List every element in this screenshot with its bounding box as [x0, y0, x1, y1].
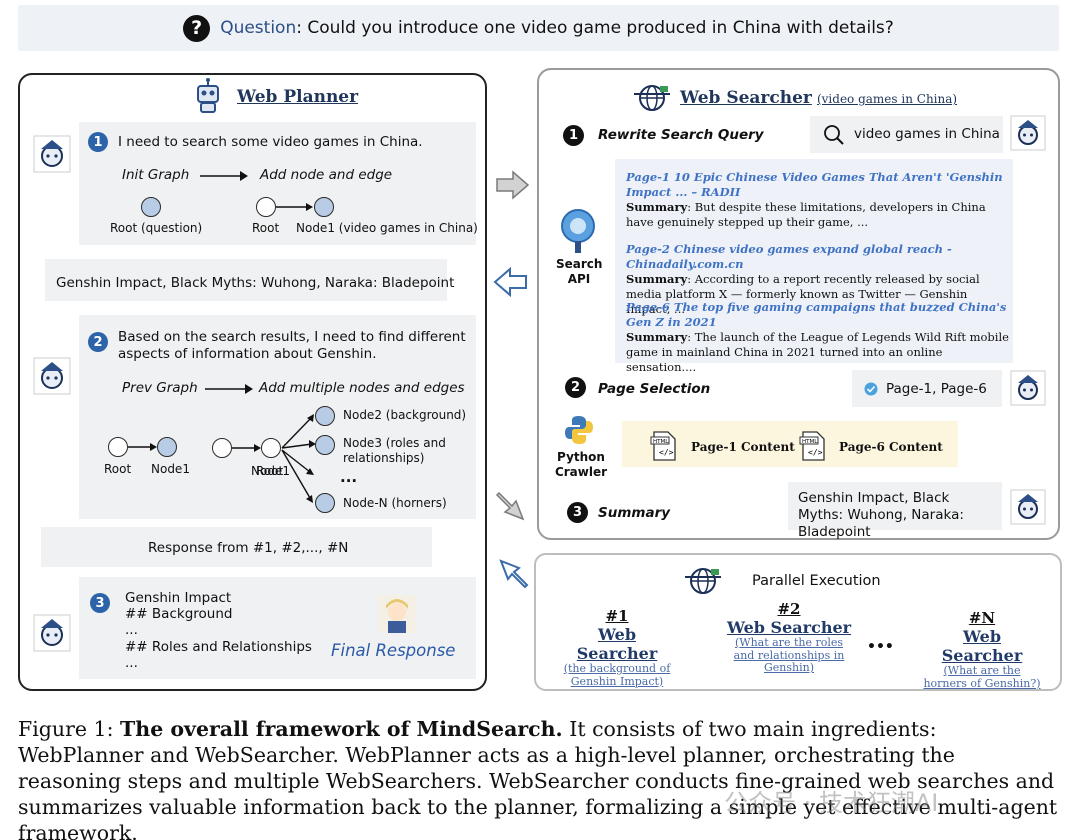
node3-label: Node3 (roles and relationships) — [343, 436, 463, 466]
globe-icon — [632, 84, 672, 112]
summary-text: Genshin Impact, Black Myths: Wuhong, Nar… — [798, 490, 998, 541]
graph-node — [315, 493, 335, 513]
python-crawler-label: Python Crawler — [552, 450, 610, 480]
final-line-2: ## Background — [125, 606, 232, 623]
final-line-5: ... — [125, 655, 138, 672]
node1-label: Node1 (video games in China) — [296, 221, 478, 235]
question-bar: ? Question: Could you introduce one vide… — [18, 5, 1059, 51]
root-label: Root — [252, 221, 279, 235]
graph-node — [157, 437, 177, 457]
watermark: 公众号 · 技术狂潮AI — [724, 783, 938, 818]
step1-number-badge: 1 — [88, 132, 108, 152]
svg-text:HTML: HTML — [802, 439, 818, 445]
web-searcher-item: #N Web Searcher (What are the horners of… — [922, 609, 1042, 690]
web-searcher-item: #2 Web Searcher (What are the roles and … — [726, 600, 852, 675]
rewrite-query-label: Rewrite Search Query — [598, 127, 764, 143]
page6-content-label: Page-6 Content — [839, 440, 943, 454]
left-arrow-icon — [492, 267, 528, 297]
planner-avatar-icon — [33, 614, 71, 652]
graph-node — [261, 438, 281, 458]
arrow-icon — [205, 383, 253, 395]
summary-step-badge: 3 — [567, 502, 588, 523]
planner-title: Web Planner — [237, 87, 358, 107]
page-selection-badge: 2 — [565, 377, 586, 398]
search-query-text: video games in China — [854, 126, 1000, 142]
character-image-icon — [378, 595, 416, 633]
node-n-label: Node-N (horners) — [343, 496, 447, 510]
planner-avatar-icon — [33, 357, 71, 395]
page-selection-label: Page Selection — [598, 381, 710, 397]
python-logo-icon — [563, 414, 595, 446]
edge-arrow-icon — [232, 442, 262, 454]
response-text: Response from #1, #2,..., #N — [148, 540, 348, 557]
search-api-label: Search API — [556, 257, 602, 287]
parallel-title: Parallel Execution — [752, 573, 881, 589]
graph-node — [256, 197, 276, 217]
final-line-3: ... — [125, 622, 138, 639]
node1-label: Node1 — [151, 462, 190, 476]
searcher-title: Web Searcher (video games in China) — [680, 88, 957, 108]
down-right-arrow-icon — [494, 490, 528, 524]
init-graph-label: Init Graph — [122, 167, 189, 184]
searcher-avatar-icon — [1010, 370, 1046, 406]
graph-node — [314, 197, 334, 217]
final-line-4: ## Roles and Relationships — [125, 639, 312, 656]
html-file-icon: HTML </> — [799, 431, 827, 461]
ellipsis: ... — [340, 468, 357, 486]
search-icon — [823, 124, 845, 146]
add-multiple-label: Add multiple nodes and edges — [259, 380, 465, 397]
step3-number-badge: 3 — [90, 593, 110, 613]
globe-icon — [683, 567, 723, 595]
selected-pages-text: Page-1, Page-6 — [886, 381, 987, 397]
up-left-arrow-icon — [496, 556, 530, 590]
arrow-icon — [200, 170, 248, 182]
figure-caption: Figure 1: The overall framework of MindS… — [18, 716, 1063, 840]
search-api-icon — [558, 208, 598, 256]
add-node-label: Add node and edge — [260, 167, 392, 184]
node2-label: Node2 (background) — [343, 408, 466, 422]
searcher-avatar-icon — [1010, 489, 1046, 525]
question-text: : Could you introduce one video game pro… — [296, 18, 894, 38]
web-searcher-item: #1 Web Searcher (the background of Gensh… — [558, 607, 676, 688]
step2-number-badge: 2 — [88, 332, 108, 352]
root-label: Root — [104, 462, 131, 476]
search-result-item: Page-1 10 Epic Chinese Video Games That … — [626, 170, 1006, 230]
step2-text: Based on the search results, I need to f… — [118, 329, 468, 363]
robot-icon — [192, 78, 226, 114]
right-arrow-icon — [495, 170, 531, 200]
edge-arrow-icon — [276, 201, 314, 213]
graph-node — [141, 197, 161, 217]
parallel-ellipsis: ••• — [867, 639, 894, 655]
prev-graph-label: Prev Graph — [122, 380, 198, 397]
step1-text: I need to search some video games in Chi… — [118, 134, 423, 151]
page1-content-label: Page-1 Content — [691, 440, 795, 454]
final-line-1: Genshin Impact — [125, 590, 231, 607]
node1-label: Node1 — [251, 464, 290, 478]
svg-text:HTML: HTML — [653, 439, 669, 445]
final-response-label: Final Response — [331, 641, 455, 660]
search-result-item: Page-6 The top five gaming campaigns tha… — [626, 300, 1011, 375]
graph-node — [212, 438, 232, 458]
question-label: Question — [220, 18, 296, 38]
graph-node — [315, 406, 335, 426]
check-icon — [864, 382, 878, 396]
graph-node — [108, 437, 128, 457]
graph-node — [315, 435, 335, 455]
planner-avatar-icon — [33, 135, 71, 173]
edge-arrow-icon — [128, 441, 158, 453]
root-question-label: Root (question) — [110, 221, 202, 235]
html-file-icon: HTML </> — [650, 431, 678, 461]
edge-fan-icon — [280, 410, 320, 510]
rewrite-step-badge: 1 — [563, 125, 584, 146]
question-mark-icon: ? — [183, 15, 210, 42]
svg-text:</>: </> — [659, 448, 674, 457]
searcher-avatar-icon — [1010, 115, 1046, 151]
svg-text:</>: </> — [808, 448, 823, 457]
summary-step-label: Summary — [598, 505, 670, 521]
search-result-text: Genshin Impact, Black Myths: Wuhong, Nar… — [56, 275, 454, 292]
